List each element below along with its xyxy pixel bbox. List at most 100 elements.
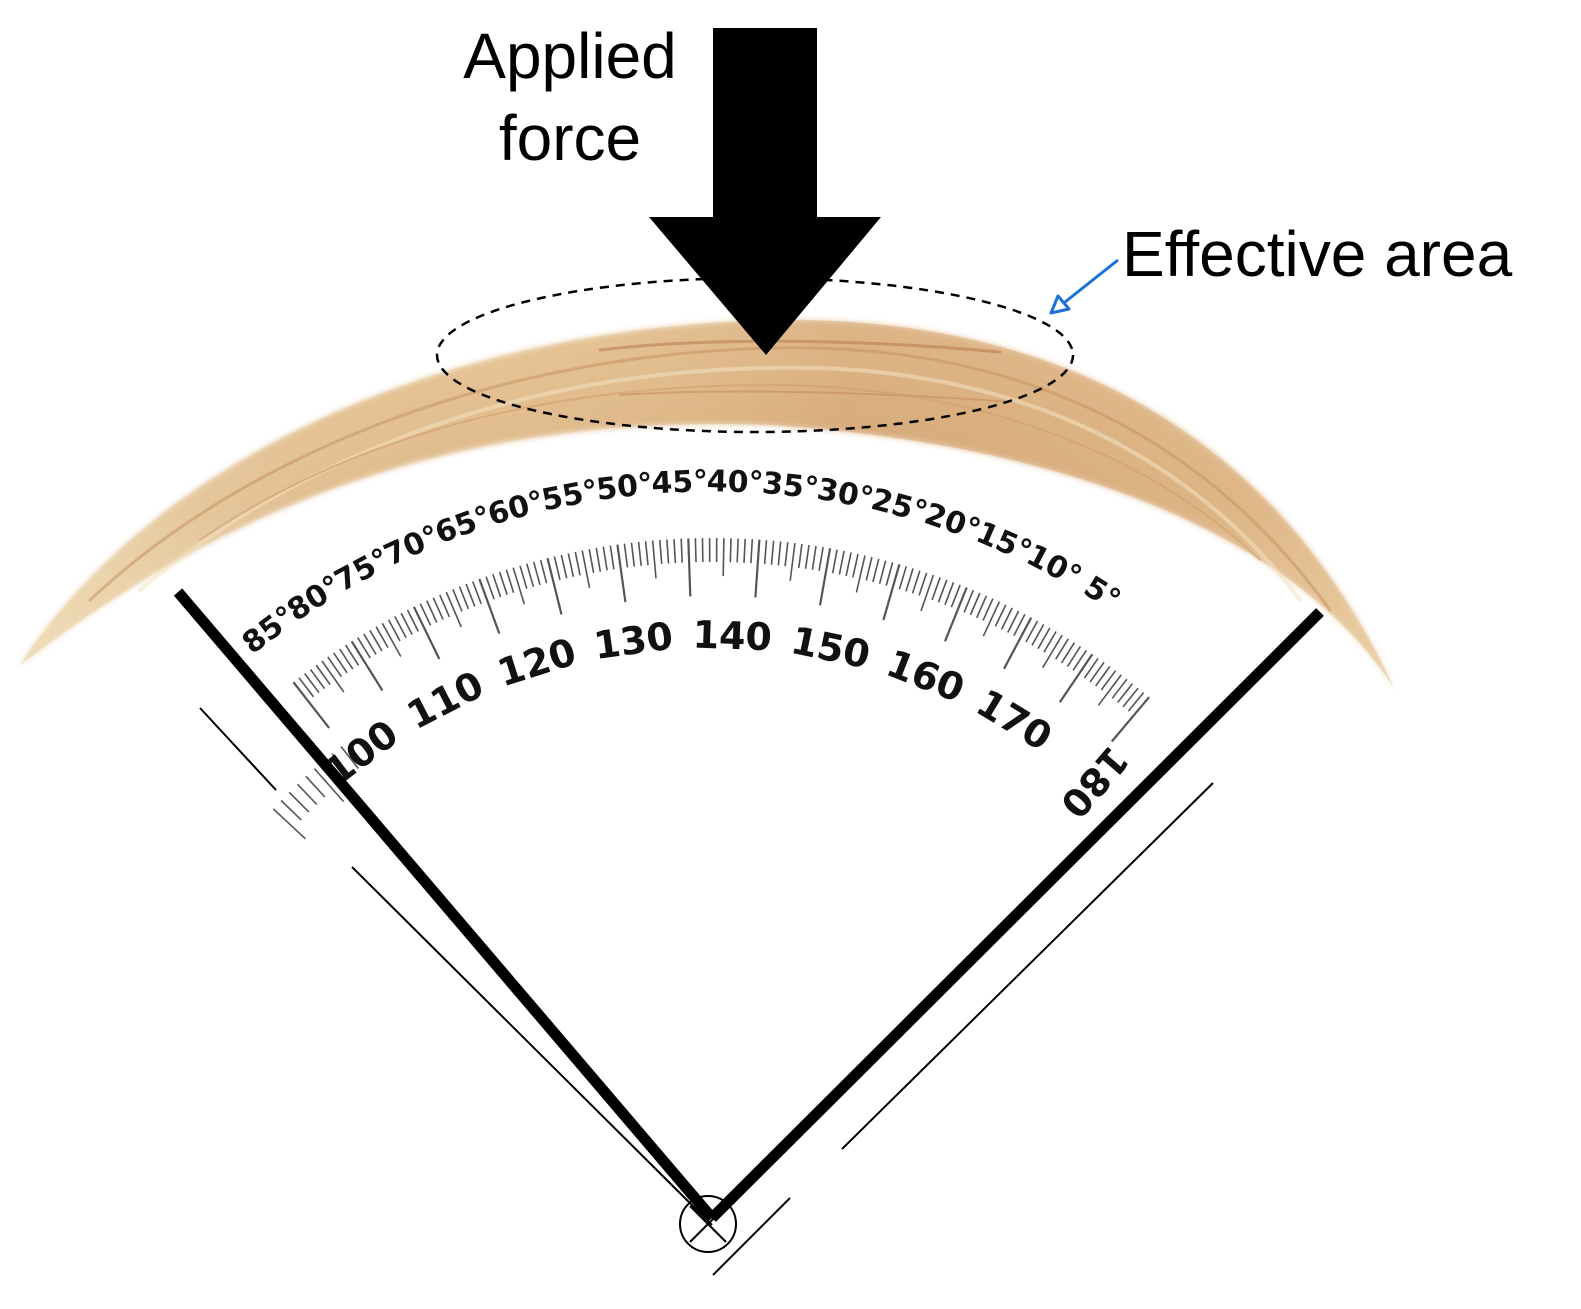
scale-tick — [381, 622, 402, 657]
scale-tick — [777, 541, 782, 566]
scale-tick — [553, 556, 561, 581]
scale-tick — [911, 570, 921, 594]
scale-tick — [918, 572, 928, 596]
scale-tick — [784, 542, 789, 567]
number-label: 120 — [492, 630, 581, 696]
scale-tick — [1060, 642, 1076, 664]
scale-tick — [298, 677, 315, 698]
scale-tick — [387, 619, 401, 642]
scale-tick — [855, 555, 866, 593]
scale-tick — [630, 542, 636, 567]
degree-label: 30° — [814, 472, 876, 517]
scale-tick — [465, 583, 476, 607]
scale-tick — [505, 569, 515, 593]
scale-tick — [369, 629, 383, 652]
scale-tick — [602, 546, 608, 571]
scale-tick — [943, 587, 968, 642]
scale-tick — [950, 584, 961, 608]
scale-tick — [526, 563, 535, 588]
number-label: 150 — [787, 618, 874, 677]
scale-tick — [818, 548, 832, 606]
scale-tick — [865, 556, 873, 581]
outer-tick — [288, 791, 310, 813]
scale-tick — [1117, 683, 1134, 703]
scale-tick — [485, 576, 495, 600]
left-guide-line — [351, 866, 713, 1226]
scale-tick — [878, 560, 887, 585]
scale-tick — [975, 595, 988, 619]
degree-label: 40° — [706, 464, 764, 501]
scale-tick — [729, 538, 732, 563]
protractor-scale: 85°80°75°70°65°60°55°50°45°40°35°30°25°2… — [236, 464, 1150, 840]
scale-tick — [452, 588, 463, 612]
scale-tick — [831, 549, 838, 574]
scale-tick — [445, 591, 462, 628]
scale-tick — [770, 540, 775, 565]
degree-label: 50° — [594, 466, 654, 507]
applied-force-arrow — [649, 28, 881, 355]
scale-tick — [1013, 613, 1026, 636]
scale-tick — [673, 539, 677, 564]
scale-tick — [363, 633, 377, 655]
scale-tick — [375, 626, 389, 648]
degree-label: 55° — [539, 473, 601, 518]
scale-tick — [478, 578, 501, 634]
scale-tick — [1031, 624, 1045, 646]
goniometer-arms — [173, 588, 1324, 1222]
degree-label: 60° — [484, 484, 548, 533]
scale-tick — [419, 603, 432, 626]
scale-tick — [736, 538, 739, 563]
scale-tick — [1083, 657, 1099, 679]
scale-ticks — [272, 537, 1150, 840]
scale-tick — [845, 552, 852, 577]
outer-tick — [296, 783, 318, 806]
scale-tick — [588, 549, 595, 573]
scale-tick — [1072, 649, 1087, 671]
scale-tick — [394, 616, 407, 639]
scale-tick — [818, 546, 824, 571]
scale-tick — [1110, 696, 1150, 743]
scale-tick — [905, 568, 914, 592]
outer-tick — [280, 799, 302, 821]
scale-tick — [1089, 661, 1105, 683]
scale-tick — [1127, 691, 1145, 712]
scale-tick — [567, 553, 575, 577]
scale-tick — [651, 540, 657, 579]
right-arm — [708, 608, 1324, 1222]
lower-left-stub-line — [199, 707, 277, 791]
scale-tick — [321, 660, 345, 693]
scale-tick — [969, 592, 981, 616]
scale-tick — [400, 612, 413, 635]
scale-tick — [532, 561, 541, 586]
scale-tick — [811, 545, 817, 570]
scale-tick — [581, 550, 591, 588]
number-label: 110 — [400, 662, 491, 737]
right-guide-line — [841, 782, 1214, 1150]
scale-tick — [315, 664, 331, 686]
outer-tick — [305, 775, 326, 798]
scale-tick — [644, 541, 649, 566]
guide-lines — [199, 707, 1214, 1276]
scale-tick — [838, 550, 845, 575]
scale-tick — [1007, 610, 1020, 633]
scale-tick — [458, 586, 470, 610]
scale-tick — [1058, 653, 1094, 703]
scale-tick — [1100, 670, 1117, 691]
scale-tick — [931, 577, 941, 601]
scale-tick — [339, 648, 354, 670]
scale-tick — [512, 567, 526, 605]
scale-tick — [1025, 620, 1039, 643]
scale-tick — [944, 582, 955, 606]
scale-tick — [1055, 638, 1069, 660]
number-label: 140 — [692, 613, 773, 660]
scale-tick — [1122, 687, 1139, 708]
outer-tick — [313, 768, 345, 803]
hinge-circle — [679, 1195, 737, 1253]
scale-tick — [1066, 645, 1082, 668]
applied-force-label-line1: Applied — [463, 20, 677, 92]
scale-tick — [309, 668, 326, 690]
scale-tick — [439, 594, 451, 618]
scale-tick — [852, 553, 859, 578]
